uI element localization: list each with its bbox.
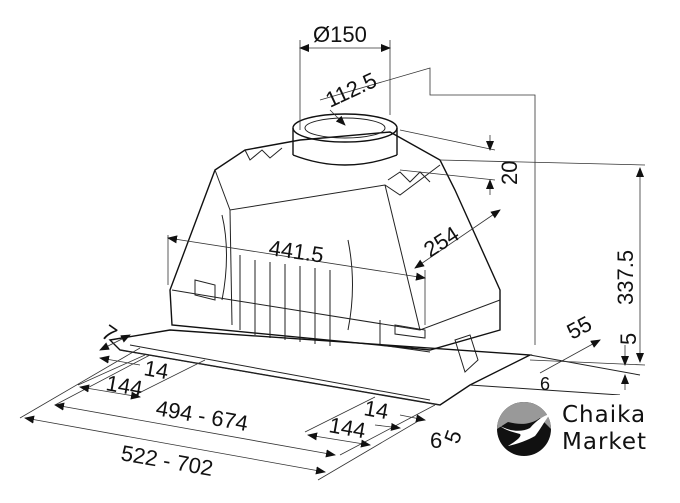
label-duct-offset: 112.5 <box>322 67 381 112</box>
label-overall-width: 522 - 702 <box>119 440 215 481</box>
label-right-6: 6 <box>430 428 442 453</box>
logo-line1: Chaika <box>562 402 646 428</box>
label-left-144: 144 <box>104 370 145 401</box>
chaika-market-logo: Chaika Market <box>490 395 665 465</box>
label-side-offset: 55 <box>563 311 596 345</box>
hood-insert-body <box>169 131 501 373</box>
seagull-logo-icon <box>497 402 551 456</box>
label-height: 337.5 <box>613 250 638 305</box>
label-left-14: 14 <box>142 355 170 384</box>
label-right-14: 14 <box>362 395 390 424</box>
label-flange-thickness: 5 <box>616 333 641 345</box>
label-width-inner: 441.5 <box>267 235 325 267</box>
label-right-144: 144 <box>327 412 368 443</box>
label-duct-diameter: Ø150 <box>313 22 367 47</box>
logo-line2: Market <box>562 429 647 455</box>
label-front-edge: 7 <box>97 320 121 348</box>
label-collar-height: 20 <box>497 161 522 185</box>
label-depth-inner: 254 <box>419 221 463 262</box>
label-side-6: 6 <box>540 374 550 394</box>
label-cutout-width: 494 - 674 <box>154 395 250 436</box>
label-right-5: 5 <box>439 427 467 447</box>
dimension-lines <box>19 40 646 481</box>
